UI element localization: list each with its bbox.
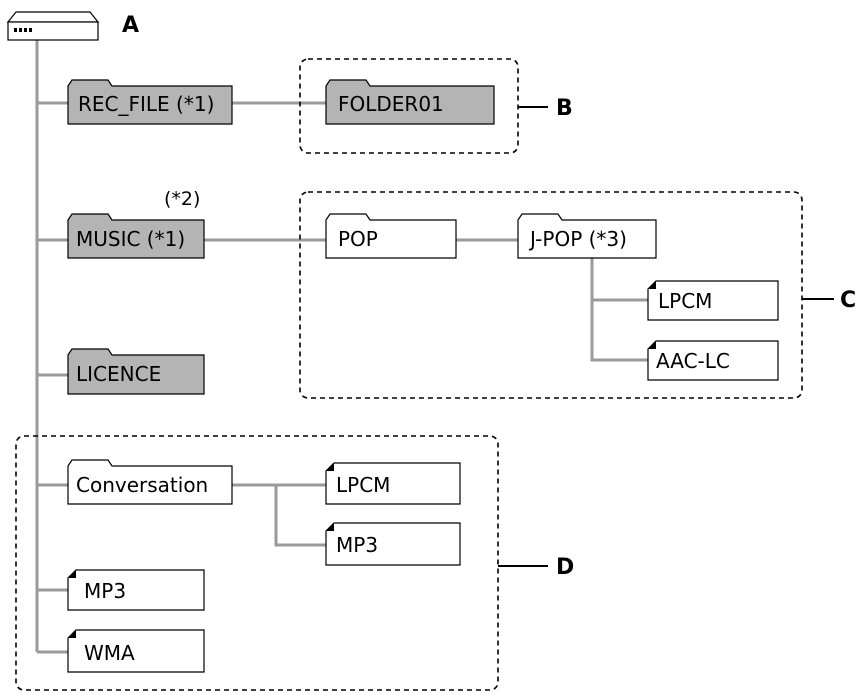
folder-conversation: Conversation bbox=[67, 459, 233, 505]
file-mp3-d-label: MP3 bbox=[336, 533, 378, 557]
folder-music: MUSIC (*1) bbox=[67, 213, 205, 259]
file-lpcm-c: LPCM bbox=[647, 280, 779, 321]
folder-licence: LICENCE bbox=[67, 348, 205, 395]
callout-c: C bbox=[840, 288, 856, 313]
folder-licence-label: LICENCE bbox=[76, 362, 161, 386]
group-d-box bbox=[15, 435, 499, 691]
folder-folder01-label: FOLDER01 bbox=[338, 92, 444, 116]
folder-pop-label: POP bbox=[338, 227, 378, 251]
device-icon bbox=[6, 11, 100, 41]
callout-a: A bbox=[122, 13, 139, 38]
callout-d: D bbox=[556, 555, 574, 580]
folder-conversation-label: Conversation bbox=[76, 473, 208, 497]
file-mp3-d: MP3 bbox=[325, 522, 461, 566]
file-wma-root-label: WMA bbox=[84, 641, 135, 665]
file-mp3-root-label: MP3 bbox=[84, 579, 126, 603]
folder-jpop: J-POP (*3) bbox=[517, 213, 657, 259]
file-wma-root: WMA bbox=[67, 629, 205, 673]
folder-rec-file: REC_FILE (*1) bbox=[67, 79, 233, 125]
folder-folder01: FOLDER01 bbox=[325, 79, 495, 125]
group-c-box bbox=[299, 191, 803, 399]
file-aaclc-c-label: AAC-LC bbox=[656, 349, 730, 373]
file-lpcm-d-label: LPCM bbox=[336, 473, 390, 497]
file-lpcm-c-label: LPCM bbox=[658, 289, 712, 313]
folder-jpop-label: J-POP (*3) bbox=[528, 227, 627, 251]
callout-b: B bbox=[556, 96, 573, 121]
folder-pop: POP bbox=[325, 213, 457, 259]
file-lpcm-d: LPCM bbox=[325, 462, 461, 505]
folder-music-label: MUSIC (*1) bbox=[76, 227, 185, 251]
file-mp3-root: MP3 bbox=[67, 569, 205, 611]
music-note: (*2) bbox=[164, 188, 200, 210]
folder-rec-file-label: REC_FILE (*1) bbox=[78, 92, 214, 116]
tree-connectors bbox=[35, 38, 648, 654]
file-aaclc-c: AAC-LC bbox=[647, 340, 779, 381]
